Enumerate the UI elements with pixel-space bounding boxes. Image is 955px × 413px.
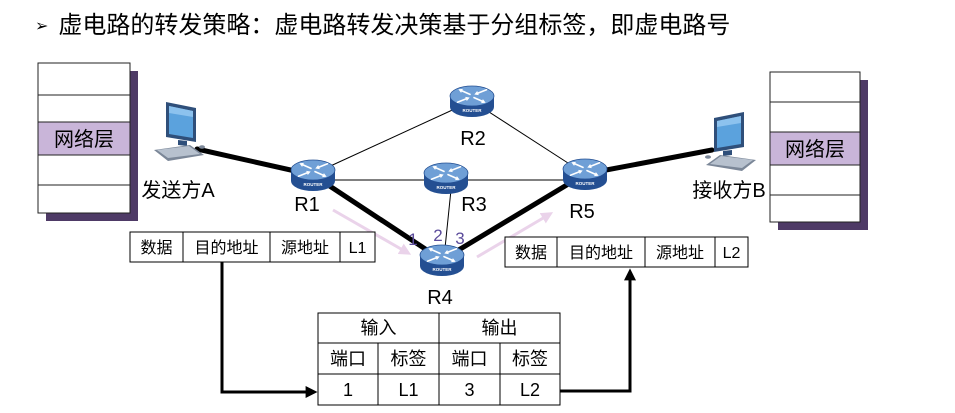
packet-field-source: 源地址 (281, 239, 329, 257)
packet-header-out: 数据 目的地址 源地址 L2 (504, 236, 749, 268)
router-r1: ROUTER R1 (290, 159, 336, 216)
computer-icon (154, 102, 205, 161)
slide-title: ➢ 虚电路的转发策略：虚电路转发决策基于分组标签，即虚电路号 (35, 10, 730, 42)
sender-host: 发送方A (141, 102, 215, 202)
table-column-header: 标签 (391, 349, 427, 369)
packet-field-label: L2 (723, 245, 741, 262)
router-r3: ROUTER R3 (423, 162, 487, 216)
packet-field-data: 数据 (515, 244, 547, 262)
network-layer-cell (37, 121, 131, 156)
port-number: 3 (455, 229, 464, 248)
router-r5: ROUTER R5 (562, 158, 608, 223)
packet-field-destination: 目的地址 (569, 244, 633, 262)
forwarding-table: 输入 输出 端口 标签 端口 标签 1 L1 3 L2 (317, 312, 561, 406)
router-icon-badge: ROUTER (437, 185, 457, 190)
r4-port-numbers: 1 2 3 (408, 226, 464, 249)
packet-field-source: 源地址 (656, 244, 704, 262)
packet-field-data: 数据 (140, 239, 172, 257)
link-r1-r4 (310, 172, 445, 263)
sender-protocol-stack: 网络层 (37, 62, 138, 221)
router-label: R5 (569, 201, 595, 223)
table-lookup-arrows (220, 262, 636, 398)
router-label: R4 (427, 287, 453, 309)
table-cell: 3 (464, 380, 474, 400)
router-label: R2 (460, 128, 486, 150)
packet-header-frame (504, 236, 749, 268)
table-column-header: 端口 (452, 349, 488, 369)
table-cell: 1 (343, 380, 353, 400)
router-icon-badge: ROUTER (433, 267, 453, 272)
router-icon-badge: ROUTER (576, 181, 596, 186)
receiver-computer (705, 112, 756, 171)
router-label: R3 (461, 194, 487, 216)
router-label: R1 (294, 194, 320, 216)
router-r4: ROUTER R4 (419, 244, 465, 309)
network-layer-cell (769, 131, 861, 166)
table-column-header: 标签 (512, 349, 548, 369)
port-number: 2 (433, 226, 442, 245)
table-cell: L2 (520, 380, 540, 400)
link-r4-r5 (439, 171, 588, 263)
router-r2: ROUTER R2 (449, 85, 495, 150)
lookup-arrow-in (220, 262, 318, 398)
router-icon-badge: ROUTER (304, 182, 324, 187)
network-layer-label: 网络层 (54, 128, 114, 151)
outbound-flow-arrow (476, 212, 554, 259)
receiver-protocol-stack: 网络层 (769, 71, 868, 230)
bullet-arrow-icon: ➢ (35, 16, 49, 35)
computer-icon (705, 112, 756, 171)
packet-header-frame (129, 231, 376, 263)
packet-header-in: 数据 目的地址 源地址 L1 (129, 231, 376, 263)
receiver-host: 接收方B (692, 112, 766, 202)
packet-field-label: L1 (349, 240, 367, 257)
table-group-output: 输出 (482, 318, 518, 338)
lookup-arrow-out (560, 268, 636, 393)
receiver-label: 接收方B (692, 179, 765, 202)
port-number: 1 (408, 230, 417, 249)
packet-field-destination: 目的地址 (194, 239, 258, 257)
table-cell: L1 (398, 380, 418, 400)
router-icon-badge: ROUTER (463, 108, 483, 113)
network-layer-label: 网络层 (785, 138, 845, 161)
link-r2-r5 (471, 100, 586, 175)
table-column-header: 端口 (330, 349, 366, 369)
link-r1-r2 (312, 100, 473, 175)
title-text: 虚电路的转发策略：虚电路转发决策基于分组标签，即虚电路号 (58, 12, 731, 39)
table-group-input: 输入 (361, 318, 397, 338)
sender-label: 发送方A (141, 179, 215, 202)
